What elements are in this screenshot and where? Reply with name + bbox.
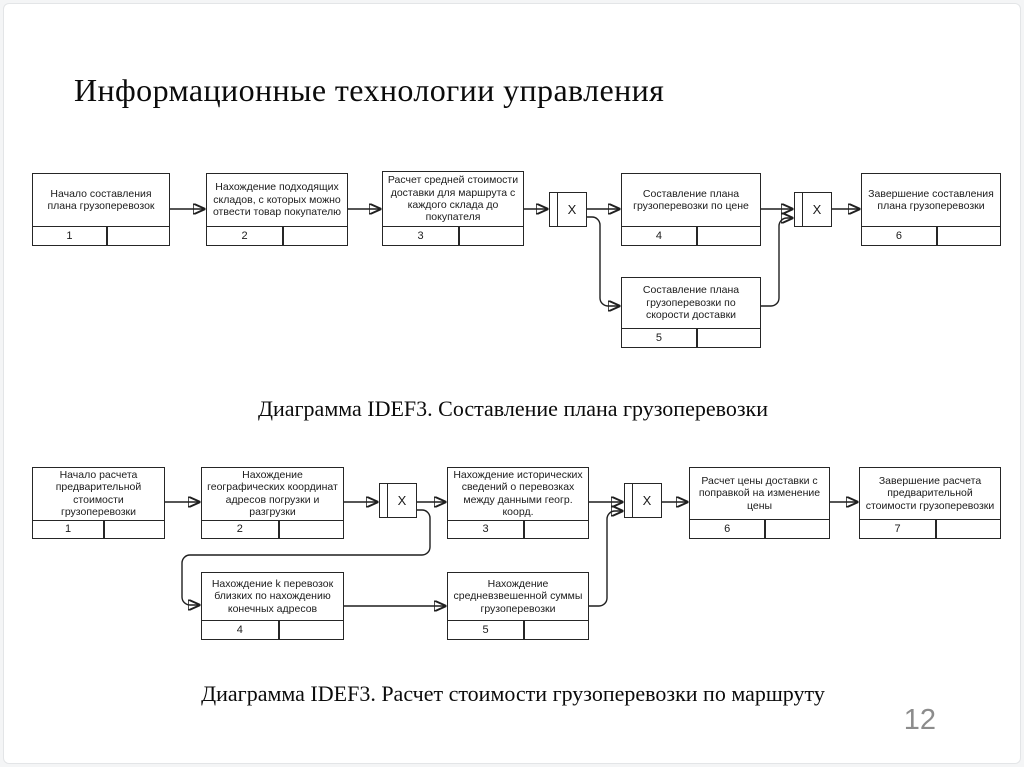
- process-box-number: 1: [33, 227, 108, 245]
- xor-junction-d1-2: X: [794, 192, 832, 227]
- process-box-label: Завершение расчета предварительной стоим…: [865, 474, 995, 512]
- process-box-number: 4: [622, 227, 698, 245]
- process-box-d1-2: Нахождение подходящих складов, с которых…: [206, 173, 348, 246]
- process-box-empty-cell: [280, 521, 343, 539]
- idef3-diagram-plan: Начало составления плана грузоперевозок …: [24, 166, 1014, 361]
- process-box-empty-cell: [698, 329, 760, 347]
- diagram1-caption: Диаграмма IDEF3. Составление плана грузо…: [257, 396, 768, 421]
- process-box-label: Нахождение средневзвешенной суммы грузоп…: [453, 577, 583, 615]
- process-box-empty-cell: [105, 521, 164, 539]
- process-box-d1-3: Расчет средней стоимости доставки для ма…: [382, 171, 524, 246]
- process-box-d2-7: Завершение расчета предварительной стоим…: [859, 467, 1001, 539]
- process-box-number: 3: [448, 520, 525, 538]
- process-box-number: 2: [202, 520, 280, 538]
- process-box-empty-cell: [698, 227, 760, 245]
- xor-junction-d1-1: X: [549, 192, 587, 227]
- process-box-empty-cell: [525, 621, 588, 639]
- junction-divider: [550, 193, 558, 226]
- process-box-empty-cell: [460, 227, 523, 245]
- page-number: 12: [903, 704, 936, 736]
- process-box-label: Нахождение k перевозок близких по нахожд…: [211, 577, 334, 615]
- process-box-number: 6: [690, 520, 767, 538]
- xor-junction-d2-2: X: [624, 483, 662, 518]
- slide: Информационные технологии управления Нач…: [3, 3, 1021, 764]
- process-box-number: 1: [33, 520, 106, 538]
- process-box-empty-cell: [280, 621, 343, 639]
- process-box-label: Составление плана грузоперевозки по скор…: [642, 284, 740, 322]
- process-box-number: 2: [207, 227, 284, 245]
- process-box-empty-cell: [525, 521, 588, 539]
- process-box-number-strip: 3: [383, 226, 523, 245]
- process-box-empty-cell: [284, 227, 347, 245]
- slide-title: Информационные технологии управления: [74, 72, 665, 108]
- xor-junction-d2-1: X: [379, 483, 417, 518]
- process-box-empty-cell: [766, 520, 829, 538]
- process-box-number-strip: 4: [622, 226, 760, 245]
- process-box-label: Нахождение исторических сведений о перев…: [453, 469, 583, 519]
- process-box-label: Составление плана грузоперевозки по цене: [633, 187, 749, 212]
- diagram2-connectors: [165, 459, 1014, 654]
- process-box-d2-5: Нахождение средневзвешенной суммы грузоп…: [447, 572, 589, 640]
- process-box-d2-3: Нахождение исторических сведений о перев…: [447, 467, 589, 539]
- diagram1-connectors: [170, 166, 1014, 361]
- process-box-d2-2: Нахождение географических координат адре…: [201, 467, 344, 539]
- process-box-label: Начало составления плана грузоперевозок: [47, 187, 155, 212]
- process-box-number-strip: 3: [448, 519, 588, 539]
- process-box-number-strip: 6: [690, 519, 829, 538]
- process-box-number-strip: 2: [202, 519, 343, 539]
- junction-label: X: [397, 493, 407, 508]
- process-box-number-strip: 6: [862, 226, 1000, 245]
- junction-label: X: [812, 202, 822, 217]
- process-box-label: Расчет цены доставки с поправкой на изме…: [698, 474, 821, 512]
- process-box-d2-6: Расчет цены доставки с поправкой на изме…: [689, 467, 830, 539]
- process-box-empty-cell: [938, 227, 1000, 245]
- process-box-number: 5: [448, 621, 525, 639]
- process-box-label: Расчет средней стоимости доставки для ма…: [387, 174, 519, 224]
- process-box-number: 4: [202, 621, 280, 639]
- process-box-label: Завершение составления плана грузоперево…: [868, 187, 994, 212]
- junction-divider: [625, 484, 633, 517]
- process-box-label: Нахождение подходящих складов, с которых…: [212, 181, 342, 219]
- diagram2-caption: Диаграмма IDEF3. Расчет стоимости грузоп…: [201, 681, 825, 706]
- junction-label: X: [642, 493, 652, 508]
- process-box-number: 3: [383, 227, 460, 245]
- connector-d1-j1-5: [586, 216, 619, 306]
- process-box-number-strip: 1: [33, 226, 169, 245]
- idef3-diagram-cost: Начало расчета предварительной стоимости…: [24, 459, 1014, 654]
- process-box-number: 7: [860, 520, 937, 538]
- process-box-number-strip: 5: [622, 328, 760, 347]
- process-box-label: Нахождение географических координат адре…: [207, 469, 338, 519]
- process-box-d1-5: Составление плана грузоперевозки по скор…: [621, 277, 761, 348]
- process-box-number-strip: 4: [202, 620, 343, 639]
- process-box-d2-1: Начало расчета предварительной стоимости…: [32, 467, 165, 539]
- process-box-number: 6: [862, 227, 938, 245]
- junction-label: X: [567, 202, 577, 217]
- connector-d2-j1-4: [181, 509, 431, 605]
- process-box-d2-4: Нахождение k перевозок близких по нахожд…: [201, 572, 344, 640]
- process-box-number-strip: 2: [207, 226, 347, 245]
- junction-divider: [795, 193, 803, 226]
- process-box-d1-1: Начало составления плана грузоперевозок …: [32, 173, 170, 246]
- junction-divider: [380, 484, 388, 517]
- process-box-number-strip: 1: [33, 519, 164, 539]
- process-box-number-strip: 5: [448, 620, 588, 639]
- process-box-label: Начало расчета предварительной стоимости…: [55, 469, 142, 519]
- process-box-d1-6: Завершение составления плана грузоперево…: [861, 173, 1001, 246]
- connector-d1-5-j2: [761, 218, 792, 307]
- process-box-d1-4: Составление плана грузоперевозки по цене…: [621, 173, 761, 246]
- process-box-number-strip: 7: [860, 519, 1000, 538]
- process-box-empty-cell: [937, 520, 1000, 538]
- connector-d2-5-j2: [589, 511, 622, 607]
- process-box-number: 5: [622, 329, 698, 347]
- process-box-empty-cell: [108, 227, 169, 245]
